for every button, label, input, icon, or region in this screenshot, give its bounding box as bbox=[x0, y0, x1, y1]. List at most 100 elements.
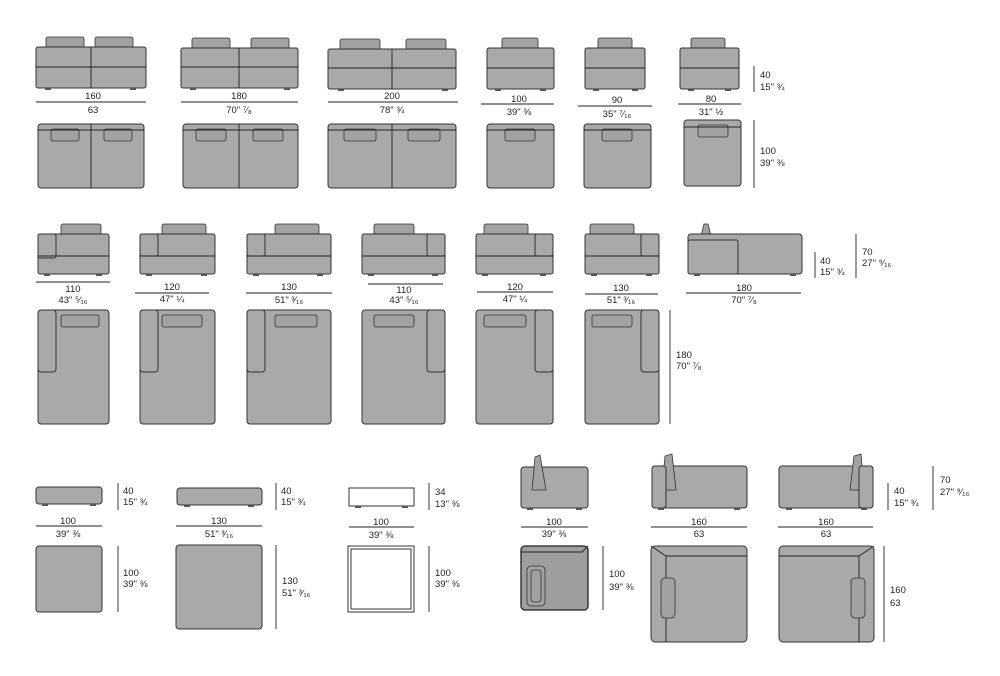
end-depth-in: 63 bbox=[890, 598, 901, 609]
chaise-110-left-width-in: 43" ⁵⁄₁₆ bbox=[58, 295, 87, 306]
chaise-120-left-width-cm: 120 bbox=[164, 282, 180, 293]
corner-100-plan bbox=[520, 545, 589, 611]
end-depth-cm: 160 bbox=[890, 585, 906, 596]
chaise-120-left-elevation bbox=[139, 223, 216, 276]
row2-back-height-cm: 70 bbox=[862, 247, 873, 258]
table-100-width-in: 39" ⅜ bbox=[369, 530, 394, 541]
row2-depth-cm: 180 bbox=[676, 350, 692, 361]
end-seat-height-in: 15" ¾ bbox=[894, 498, 920, 509]
chaise-side-width-cm: 180 bbox=[736, 283, 752, 294]
end-160-right-width-in: 63 bbox=[821, 529, 832, 540]
sofa-200-elevation bbox=[327, 38, 457, 91]
row1-height-in: 15" ¾ bbox=[760, 82, 786, 93]
table-height-in: 13" ⅜ bbox=[435, 499, 460, 510]
row2-seat-height-in: 15" ¾ bbox=[820, 267, 846, 278]
end-160-left-plan bbox=[650, 545, 748, 643]
sofa-200-width-cm: 200 bbox=[384, 91, 400, 102]
corner-100-width-cm: 100 bbox=[546, 517, 562, 528]
pouf100-height-in: 15" ¾ bbox=[123, 497, 149, 508]
sofa-90-plan bbox=[583, 123, 652, 189]
pouf-100-plan bbox=[35, 545, 103, 613]
pouf100-height-cm: 40 bbox=[123, 486, 134, 497]
pouf-100-width-cm: 100 bbox=[60, 516, 76, 527]
chaise-130-right-width-in: 51" ³⁄₁₆ bbox=[607, 295, 636, 306]
chaise-130-left-width-in: 51" ³⁄₁₆ bbox=[275, 295, 304, 306]
sofa-80-elevation bbox=[679, 37, 740, 91]
end-160-right-width-cm: 160 bbox=[818, 517, 834, 528]
pouf100-depth-in: 39" ⅜ bbox=[123, 579, 148, 590]
sofa-160-plan bbox=[37, 123, 145, 189]
chaise-130-left-plan bbox=[246, 309, 332, 425]
sofa-180-plan bbox=[182, 123, 299, 189]
sofa-160-width-in: 63 bbox=[88, 105, 99, 116]
chaise-120-right-width-cm: 120 bbox=[507, 282, 523, 293]
pouf-100-width-in: 39" ⅜ bbox=[56, 529, 81, 540]
pouf130-depth-in: 51" ³⁄₁₆ bbox=[282, 588, 311, 599]
sofa-100-width-in: 39" ⅜ bbox=[507, 107, 532, 118]
chaise-130-left-elevation bbox=[246, 223, 332, 276]
chaise-110-right-plan bbox=[361, 309, 446, 425]
sofa-90-width-cm: 90 bbox=[612, 95, 623, 106]
chaise-120-right-elevation bbox=[475, 223, 554, 276]
row1-depth-cm: 100 bbox=[760, 146, 776, 157]
chaise-110-left-plan bbox=[37, 309, 110, 425]
pouf100-depth-cm: 100 bbox=[123, 568, 139, 579]
pouf-130-width-cm: 130 bbox=[211, 516, 227, 527]
chaise-120-right-plan bbox=[475, 309, 554, 425]
corner-depth-cm: 100 bbox=[609, 569, 625, 580]
end-back-height-cm: 70 bbox=[940, 475, 951, 486]
chaise-130-left-width-cm: 130 bbox=[281, 282, 297, 293]
corner-100-elevation bbox=[520, 454, 589, 510]
pouf130-height-cm: 40 bbox=[281, 486, 292, 497]
row2-seat-height-cm: 40 bbox=[820, 256, 831, 267]
pouf-130-width-in: 51" ³⁄₁₆ bbox=[205, 529, 234, 540]
corner-100-width-in: 39" ⅜ bbox=[542, 529, 567, 540]
chaise-110-right-width-cm: 110 bbox=[396, 285, 411, 296]
sofa-80-width-cm: 80 bbox=[706, 94, 717, 105]
chaise-120-left-width-in: 47" ¼ bbox=[160, 294, 186, 305]
chaise-120-left-plan bbox=[139, 309, 216, 425]
sofa-180-width-in: 70" ⁷⁄₈ bbox=[226, 105, 252, 116]
end-160-right-elevation bbox=[778, 453, 874, 510]
chaise-110-left-elevation bbox=[37, 223, 110, 276]
chaise-130-right-elevation bbox=[584, 223, 660, 276]
table-height-cm: 34 bbox=[435, 487, 446, 498]
pouf-130-elevation bbox=[176, 487, 263, 507]
sofa-180-elevation bbox=[180, 37, 299, 90]
chaise-110-right-elevation bbox=[361, 223, 446, 276]
chaise-120-right-width-in: 47" ¼ bbox=[503, 294, 529, 305]
table-100-elevation bbox=[348, 487, 415, 508]
pouf130-height-in: 15" ¾ bbox=[281, 497, 307, 508]
end-160-left-width-cm: 160 bbox=[691, 517, 707, 528]
sofa-100-plan bbox=[486, 123, 555, 189]
sofa-160-width-cm: 160 bbox=[85, 91, 101, 102]
pouf-130-plan bbox=[175, 544, 263, 630]
sofa-100-width-cm: 100 bbox=[511, 94, 527, 105]
row2-back-height-in: 27" ⁹⁄₁₆ bbox=[862, 258, 891, 269]
sofa-80-width-in: 31" ½ bbox=[699, 107, 724, 118]
sofa-200-plan bbox=[327, 123, 457, 189]
end-seat-height-cm: 40 bbox=[894, 486, 905, 497]
end-back-height-in: 27" ⁹⁄₁₆ bbox=[940, 487, 969, 498]
sofa-90-width-in: 35" ⁷⁄₁₆ bbox=[603, 109, 632, 120]
row1-depth-in: 39" ⅜ bbox=[760, 158, 785, 169]
table-depth-in: 39" ⅜ bbox=[435, 579, 460, 590]
table-depth-cm: 100 bbox=[435, 568, 451, 579]
chaise-110-right-width-in: 43" ⁵⁄₁₆ bbox=[389, 295, 418, 306]
pouf130-depth-cm: 130 bbox=[282, 576, 298, 587]
sofa-90-elevation bbox=[584, 37, 646, 91]
chaise-110-left-width-cm: 110 bbox=[65, 284, 80, 295]
sofa-160-elevation bbox=[35, 36, 147, 90]
table-100-plan bbox=[347, 545, 415, 613]
chaise-side-elevation bbox=[687, 223, 803, 276]
end-160-right-plan bbox=[778, 545, 875, 643]
sofa-200-width-in: 78" ¾ bbox=[380, 105, 406, 116]
pouf-100-elevation bbox=[35, 486, 103, 506]
end-160-left-elevation bbox=[651, 453, 748, 510]
sofa-180-width-cm: 180 bbox=[231, 91, 247, 102]
chaise-130-right-width-cm: 130 bbox=[613, 283, 629, 294]
chaise-side-width-in: 70" ⁷⁄₈ bbox=[731, 295, 757, 306]
end-160-left-width-in: 63 bbox=[694, 529, 705, 540]
